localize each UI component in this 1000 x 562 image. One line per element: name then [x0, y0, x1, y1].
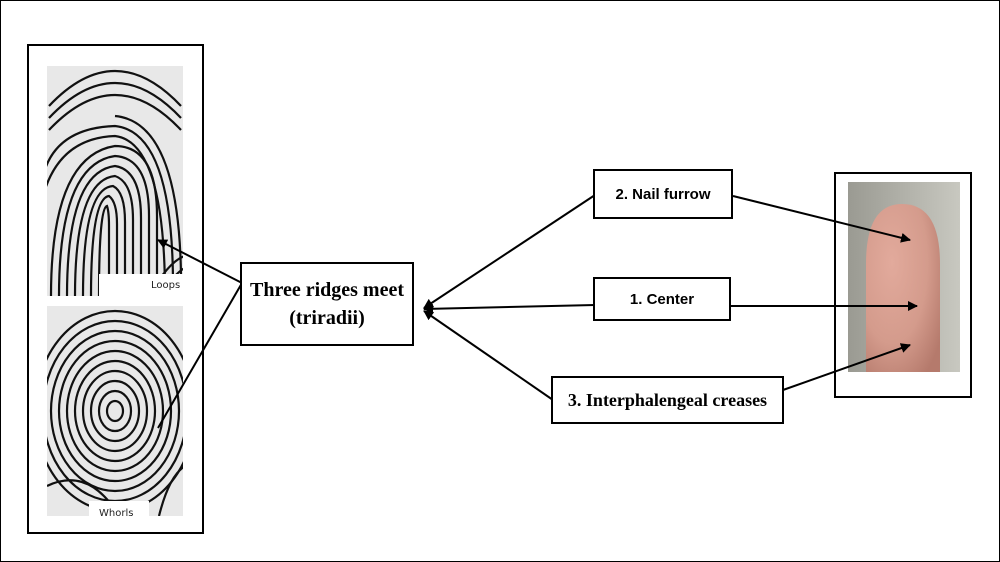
nail-furrow-node: 2. Nail furrow: [593, 169, 733, 219]
loops-caption: Loops: [151, 280, 180, 291]
thumb-panel: [834, 172, 972, 398]
creases-label: 3. Interphalengeal creases: [567, 389, 768, 410]
arrow-crease-to-thumb: [782, 343, 911, 391]
creases-node: 3. Interphalengeal creases: [551, 376, 784, 424]
fingerprint-images: Loops Whorls: [47, 66, 183, 519]
line-to-whorl: [157, 282, 243, 429]
triradii-title: Three ridges meet: [249, 279, 405, 301]
arrow-crease-to-triradii: [423, 310, 554, 401]
center-node: 1. Center: [593, 277, 731, 321]
triradii-subtitle: (triradii): [289, 307, 365, 329]
arrow-nail-to-triradii: [423, 194, 596, 309]
arrow-to-loop: [157, 239, 243, 284]
loop-fingerprint-image: [47, 66, 183, 296]
arrow-center-to-triradii: [423, 303, 596, 314]
arrow-nail-to-thumb: [732, 195, 911, 243]
center-label: 1. Center: [629, 290, 695, 308]
thumb-photo: [848, 182, 960, 372]
whorls-caption: Whorls: [99, 508, 133, 519]
nail-furrow-label: 2. Nail furrow: [615, 185, 711, 203]
whorl-fingerprint-image: [47, 306, 183, 516]
fingerprint-panel: Loops Whorls: [27, 44, 204, 534]
triradii-node: Three ridges meet (triradii): [240, 262, 414, 346]
